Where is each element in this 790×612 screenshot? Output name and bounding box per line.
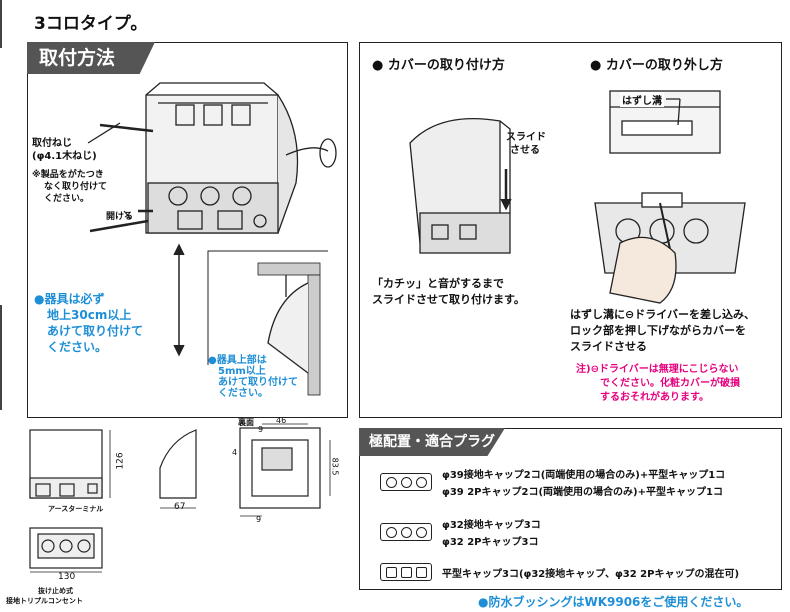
groove-label: はずし溝 bbox=[620, 92, 664, 107]
dim-126: 126 bbox=[115, 452, 126, 470]
back-label: 裏面 bbox=[238, 418, 254, 427]
footer-note: ●防水ブッシングはWK9906をご使用ください。 bbox=[478, 595, 749, 609]
cover-panel: ● カバーの取り付け方 ● カバーの取り外し方 スライド させる はずし溝 bbox=[359, 42, 782, 418]
dim-4: 4 bbox=[232, 448, 238, 457]
outlet-illustration bbox=[87, 82, 337, 396]
dim-130: 130 bbox=[58, 572, 76, 582]
slide-label: スライド させる bbox=[506, 132, 546, 156]
earth-terminal-label: アースターミナル bbox=[48, 505, 104, 513]
open-label: 開ける bbox=[106, 212, 134, 222]
side-rule bbox=[0, 0, 2, 48]
install-panel: 取付方法 bbox=[27, 42, 348, 418]
screw-label: 取付ねじ (φ4.1木ねじ) bbox=[32, 138, 97, 162]
dim-46: 46 bbox=[276, 416, 287, 425]
plug-diagram-3 bbox=[380, 563, 432, 581]
plug-row-1: φ39接地キャップ2コ(両端使用の場合のみ)+平型キャップ1コ φ39 2Pキャ… bbox=[442, 470, 726, 498]
plug-row-3: 平型キャップ3コ(φ32接地キャップ、φ32 2Pキャップの混在可) bbox=[442, 569, 740, 580]
plug-diagram-2 bbox=[380, 523, 432, 541]
install-header: 取付方法 bbox=[27, 42, 155, 74]
plug-diagram-1 bbox=[380, 473, 432, 491]
dim-9a: 9 bbox=[258, 425, 264, 434]
plug-header: 極配置・適合プラグ bbox=[359, 428, 505, 456]
dim-67: 67 bbox=[174, 502, 186, 512]
caution-note: 注)⊖ドライバーは無理にこじらない でください。化粧カバーが破損 するおそれがあ… bbox=[576, 364, 740, 403]
remove-title: ● カバーの取り外し方 bbox=[590, 58, 723, 73]
page-title: 3コロタイプ。 bbox=[34, 14, 148, 34]
remove-desc: はずし溝に⊖ドライバーを差し込み、 ロック部を押し下げながらカバーを スライドさ… bbox=[570, 308, 755, 353]
attach-title: ● カバーの取り付け方 bbox=[372, 58, 505, 73]
attach-desc: 「カチッ」と音がするまで スライドさせて取り付けます。 bbox=[372, 277, 525, 306]
top-clearance-note: ●器具上部は 5mm以上 あけて取り付けて ください。 bbox=[208, 355, 298, 399]
stability-note: ※製品をがたつき なく取り付けて ください。 bbox=[32, 170, 108, 204]
dim-9b: 9 bbox=[256, 515, 262, 524]
dim-83-5: 83.5 bbox=[330, 457, 340, 476]
plug-panel: 極配置・適合プラグ φ39接地キャップ2コ(両端使用の場合のみ)+平型キャップ1… bbox=[359, 428, 782, 590]
side-rule-2 bbox=[0, 305, 2, 410]
plug-row-2: φ32接地キャップ3コ φ32 2Pキャップ3コ bbox=[442, 520, 541, 548]
height-note: ●器具は必ず 地上30cm以上 あけて取り付けて ください。 bbox=[34, 292, 144, 354]
outlet-label: 抜け止め式 接地トリプルコンセント bbox=[6, 587, 83, 605]
